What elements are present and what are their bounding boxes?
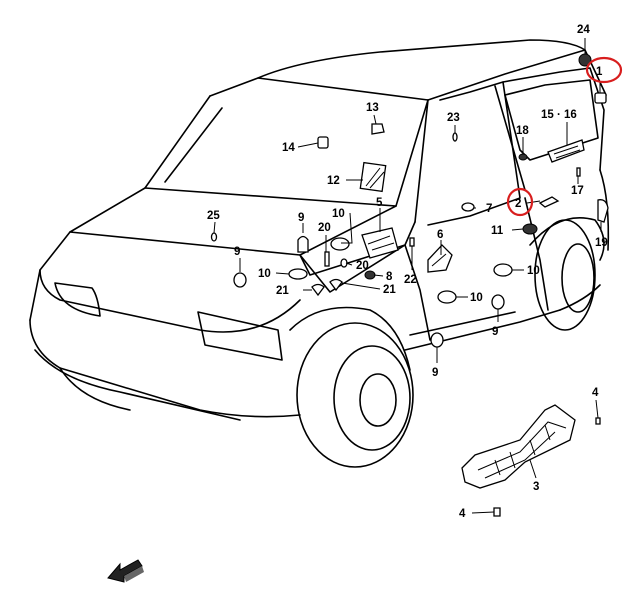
part-18-nut — [518, 153, 528, 161]
callout-10b: 10 — [332, 208, 345, 220]
part-14-clip — [317, 136, 329, 149]
callout-20b: 20 — [356, 260, 369, 272]
callout-18: 18 — [516, 125, 529, 137]
callout-2: 2 — [515, 198, 521, 210]
highlights — [506, 56, 623, 217]
callout-25: 25 — [207, 210, 220, 222]
part-11-nut — [522, 223, 538, 235]
callout-labels: 1 2 3 4 4 5 6 7 8 9 9 9 9 10 10 10 10 11… — [207, 24, 608, 520]
callout-14: 14 — [282, 142, 295, 154]
callout-5: 5 — [376, 197, 383, 209]
callout-24: 24 — [577, 24, 590, 36]
vehicle-outline — [29, 39, 610, 468]
highlight-circle-1 — [585, 56, 623, 84]
part-9-grommet-a — [297, 235, 309, 253]
part-19-cover — [597, 199, 609, 223]
part-8-nut — [364, 270, 376, 280]
callout-13: 13 — [366, 102, 379, 114]
part-13-clip — [371, 123, 385, 135]
callout-9c: 9 — [492, 326, 498, 338]
leader-lines — [213, 38, 602, 514]
part-1-cap — [594, 92, 607, 104]
callout-8: 8 — [386, 271, 393, 283]
parts — [210, 53, 609, 517]
part-21-clip-b — [329, 278, 343, 292]
callout-1: 1 — [596, 66, 603, 78]
skid-plate — [461, 404, 576, 489]
callout-10c: 10 — [470, 292, 483, 304]
callout-9a: 9 — [298, 212, 304, 224]
callout-9b: 9 — [234, 246, 240, 258]
callout-9d: 9 — [432, 367, 438, 379]
part-4-bolt-b — [493, 507, 501, 517]
part-10-plug-a — [288, 268, 308, 280]
callout-12: 12 — [327, 175, 340, 187]
callout-19: 19 — [595, 237, 608, 249]
callout-22: 22 — [404, 274, 417, 286]
part-9-grommet-c — [491, 294, 505, 310]
callout-6: 6 — [437, 229, 443, 241]
part-5-bracket — [361, 227, 399, 259]
part-7-clip — [461, 202, 475, 212]
part-17-screw — [576, 167, 581, 177]
callout-10a: 10 — [258, 268, 271, 280]
callout-15-16: 15 · 16 — [541, 109, 577, 121]
callout-21b: 21 — [383, 284, 396, 296]
callout-4a: 4 — [592, 387, 599, 399]
arrow-left-icon — [107, 559, 144, 583]
highlight-circle-2 — [506, 187, 534, 217]
callout-4b: 4 — [459, 508, 466, 520]
part-9-grommet-b — [233, 272, 247, 288]
part-22-bolt — [409, 237, 415, 247]
callout-3: 3 — [533, 481, 539, 493]
callout-10d: 10 — [527, 265, 540, 277]
part-10-plug-d — [493, 263, 513, 277]
callout-21a: 21 — [276, 285, 289, 297]
part-2-plug — [538, 196, 560, 208]
callout-20a: 20 — [318, 222, 331, 234]
part-10-plug-c — [437, 290, 457, 304]
callout-7: 7 — [486, 203, 492, 215]
part-21-clip-a — [311, 283, 325, 297]
part-9-grommet-d — [430, 332, 444, 348]
part-15-16-emblem — [547, 139, 585, 163]
part-4-bolt-a — [595, 417, 601, 425]
part-10-plug-b — [330, 237, 350, 251]
callout-17: 17 — [571, 185, 584, 197]
callout-23: 23 — [447, 112, 460, 124]
part-25-plug — [210, 232, 218, 242]
callout-11: 11 — [491, 225, 504, 237]
part-20-pin — [324, 251, 330, 267]
part-23-plug — [452, 132, 458, 142]
